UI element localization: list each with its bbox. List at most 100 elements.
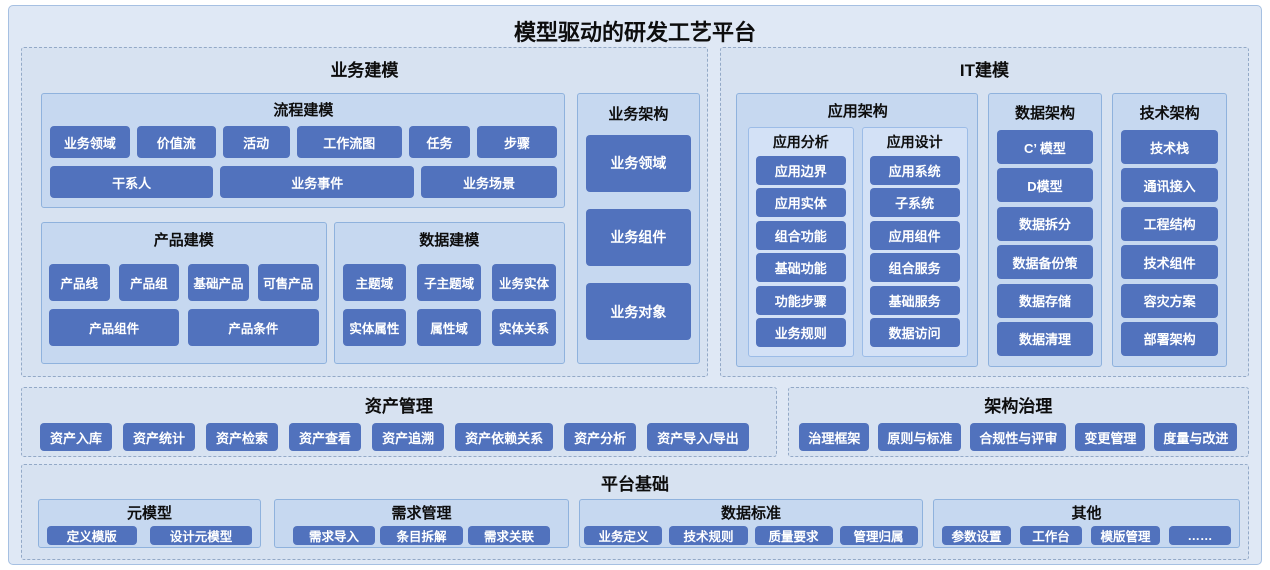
block-data-storage[interactable]: 数据存储 [996, 283, 1094, 318]
block-activity[interactable]: 活动 [222, 126, 290, 158]
block-deployment-architecture[interactable]: 部署架构 [1121, 321, 1218, 356]
block-requirement-link[interactable]: 需求关联 [467, 526, 550, 545]
block-principles-standards[interactable]: 原则与标准 [878, 423, 962, 451]
block-product-component[interactable]: 产品组件 [49, 309, 180, 346]
block-business-definition[interactable]: 业务定义 [584, 526, 663, 545]
block-compliance-review[interactable]: 合规性与评审 [970, 423, 1067, 451]
data-architecture-items: C’ 模型 D模型 数据拆分 数据备份策 数据存储 数据清理 [996, 130, 1094, 356]
block-product-group[interactable]: 产品组 [118, 264, 180, 301]
block-business-scenario[interactable]: 业务场景 [421, 166, 557, 198]
block-asset-view[interactable]: 资产查看 [289, 423, 362, 451]
block-product-condition[interactable]: 产品条件 [188, 309, 319, 346]
block-business-domain-arch[interactable]: 业务领域 [585, 134, 691, 192]
block-parameter-settings[interactable]: 参数设置 [942, 526, 1011, 545]
block-app-system[interactable]: 应用系统 [869, 156, 960, 185]
block-product-line[interactable]: 产品线 [49, 264, 110, 301]
group-product-modeling: 产品建模 产品线 产品组 基础产品 可售产品 产品组件 产品条件 [41, 222, 327, 364]
block-subject-domain[interactable]: 主题域 [342, 264, 407, 301]
data-modeling-row2: 实体属性 属性域 实体关系 [342, 309, 556, 346]
page-title: 模型驱动的研发工艺平台 [513, 20, 756, 45]
block-template-management[interactable]: 模版管理 [1091, 526, 1160, 545]
block-project-structure[interactable]: 工程结构 [1121, 206, 1218, 241]
block-data-access[interactable]: 数据访问 [869, 317, 960, 347]
business-modeling-left: 流程建模 业务领域 价值流 活动 工作流图 任务 步骤 干系人 业务事件 [41, 93, 565, 364]
block-base-service[interactable]: 基础服务 [869, 285, 960, 315]
block-business-event[interactable]: 业务事件 [220, 166, 415, 198]
block-base-product[interactable]: 基础产品 [188, 264, 249, 301]
section-title-asset-management: 资产管理 [364, 397, 433, 416]
block-management-ownership[interactable]: 管理归属 [839, 526, 918, 545]
business-modeling-body: 流程建模 业务领域 价值流 活动 工作流图 任务 步骤 干系人 业务事件 [22, 81, 707, 373]
block-composite-function[interactable]: 组合功能 [755, 220, 846, 250]
block-measure-improve[interactable]: 度量与改进 [1154, 423, 1238, 451]
block-more-ellipsis[interactable]: …… [1169, 526, 1231, 545]
block-technical-rule[interactable]: 技术规则 [669, 526, 748, 545]
section-asset-management: 资产管理 资产入库 资产统计 资产检索 资产查看 资产追溯 资产依赖关系 资产分… [21, 387, 777, 457]
block-asset-analysis[interactable]: 资产分析 [564, 423, 637, 451]
block-tech-component[interactable]: 技术组件 [1121, 245, 1218, 280]
block-sub-subject-domain[interactable]: 子主题域 [417, 264, 482, 301]
block-comm-access[interactable]: 通讯接入 [1121, 168, 1218, 203]
block-stakeholder[interactable]: 干系人 [50, 166, 214, 198]
block-requirement-import[interactable]: 需求导入 [293, 526, 376, 545]
product-modeling-row2: 产品组件 产品条件 [49, 309, 319, 346]
block-step[interactable]: 步骤 [477, 126, 557, 158]
block-governance-framework[interactable]: 治理框架 [799, 423, 870, 451]
block-asset-trace[interactable]: 资产追溯 [372, 423, 445, 451]
block-business-object[interactable]: 业务对象 [585, 283, 691, 341]
block-quality-requirement[interactable]: 质量要求 [754, 526, 833, 545]
block-app-boundary[interactable]: 应用边界 [755, 156, 846, 185]
block-task[interactable]: 任务 [409, 126, 471, 158]
application-architecture-columns: 应用分析 应用边界 应用实体 组合功能 基础功能 功能步骤 业务规则 [747, 127, 968, 357]
block-attribute-domain[interactable]: 属性域 [417, 309, 482, 346]
block-c-model[interactable]: C’ 模型 [996, 130, 1094, 164]
block-entity-relation[interactable]: 实体关系 [492, 309, 556, 346]
requirement-management-items: 需求导入 条目拆解 需求关联 [283, 526, 560, 545]
block-workbench[interactable]: 工作台 [1020, 526, 1082, 545]
block-business-rule[interactable]: 业务规则 [755, 317, 846, 347]
block-business-domain[interactable]: 业务领域 [50, 126, 130, 158]
block-change-management[interactable]: 变更管理 [1075, 423, 1146, 451]
block-disaster-recovery[interactable]: 容灾方案 [1121, 283, 1218, 318]
data-modeling-row1: 主题域 子主题域 业务实体 [342, 264, 556, 301]
section-architecture-governance: 架构治理 治理框架 原则与标准 合规性与评审 变更管理 度量与改进 [787, 387, 1249, 457]
block-item-breakdown[interactable]: 条目拆解 [380, 526, 463, 545]
block-app-entity[interactable]: 应用实体 [755, 188, 846, 218]
block-data-backup-policy[interactable]: 数据备份策 [996, 245, 1094, 280]
block-asset-search[interactable]: 资产检索 [206, 423, 279, 451]
group-title-meta-model: 元模型 [126, 505, 172, 522]
block-sellable-product[interactable]: 可售产品 [257, 264, 319, 301]
block-data-split[interactable]: 数据拆分 [996, 206, 1094, 241]
block-asset-statistics[interactable]: 资产统计 [123, 423, 196, 451]
section-title-business-modeling: 业务建模 [330, 61, 399, 80]
block-entity-attribute[interactable]: 实体属性 [342, 309, 407, 346]
block-business-entity[interactable]: 业务实体 [492, 264, 556, 301]
block-function-step[interactable]: 功能步骤 [755, 285, 846, 315]
business-modeling-bottom: 产品建模 产品线 产品组 基础产品 可售产品 产品组件 产品条件 [41, 222, 565, 364]
block-base-function[interactable]: 基础功能 [755, 253, 846, 283]
block-business-component[interactable]: 业务组件 [585, 208, 691, 266]
platform-foundation-row: 元模型 定义模版 设计元模型 需求管理 需求导入 条目拆解 需求关联 数据标准 … [22, 499, 1248, 548]
group-title-application-architecture: 应用架构 [827, 103, 888, 120]
block-asset-import-export[interactable]: 资产导入/导出 [647, 423, 749, 451]
top-row: 业务建模 流程建模 业务领域 价值流 活动 工作流图 任务 步骤 [21, 47, 1249, 377]
block-asset-entry[interactable]: 资产入库 [40, 423, 113, 451]
block-design-meta-model[interactable]: 设计元模型 [149, 526, 253, 545]
column-application-design: 应用设计 应用系统 子系统 应用组件 组合服务 基础服务 数据访问 [861, 127, 968, 357]
block-app-component[interactable]: 应用组件 [869, 220, 960, 250]
block-asset-dependency[interactable]: 资产依赖关系 [455, 423, 554, 451]
block-define-template[interactable]: 定义模版 [46, 526, 137, 545]
block-d-model[interactable]: D模型 [996, 168, 1094, 203]
group-title-process-modeling: 流程建模 [273, 102, 334, 119]
column-title-application-analysis: 应用分析 [772, 134, 829, 150]
section-it-modeling: IT建模 应用架构 应用分析 应用边界 应用实体 组合功能 基础功能 功能步骤 [719, 47, 1249, 377]
group-tech-architecture: 技术架构 技术栈 通讯接入 工程结构 技术组件 容灾方案 部署架构 [1112, 93, 1227, 367]
block-subsystem[interactable]: 子系统 [869, 188, 960, 218]
section-title-architecture-governance: 架构治理 [984, 397, 1053, 416]
group-title-business-architecture: 业务架构 [608, 106, 669, 123]
block-composite-service[interactable]: 组合服务 [869, 253, 960, 283]
block-value-stream[interactable]: 价值流 [136, 126, 216, 158]
block-data-cleanup[interactable]: 数据清理 [996, 321, 1094, 356]
block-workflow-diagram[interactable]: 工作流图 [296, 126, 402, 158]
block-tech-stack[interactable]: 技术栈 [1121, 130, 1218, 164]
